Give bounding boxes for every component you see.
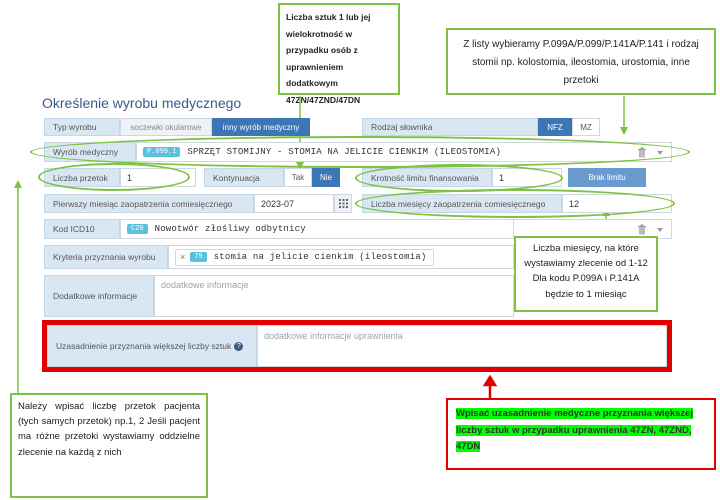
kod-icd10-label: Kod ICD10 xyxy=(44,219,120,239)
callout-justification-note: Wpisać uzasadnienie medyczne przyznania … xyxy=(446,398,716,470)
page-title: Określenie wyrobu medycznego xyxy=(42,95,242,111)
highlight-oval-wyrob xyxy=(30,136,690,168)
slownik-mz-button[interactable]: MZ xyxy=(572,118,600,136)
dodatkowe-informacje-label: Dodatkowe informacje xyxy=(44,275,154,317)
highlight-oval-liczba-miesiecy xyxy=(355,189,675,218)
brak-limitu-button[interactable]: Brak limitu xyxy=(568,168,646,187)
callout-quantity-text: Liczba sztuk 1 lub jej wielokrotność w p… xyxy=(286,12,371,105)
callout-fistula-note: Należy wpisać liczbę przetok pacjenta (t… xyxy=(10,393,208,498)
kryteria-label: Kryteria przyznania wyrobu xyxy=(44,245,168,269)
arrow-red-head xyxy=(482,374,498,387)
help-icon[interactable]: ? xyxy=(234,341,244,351)
typ-wyrobu-inny-button[interactable]: inny wyrób medyczny xyxy=(212,118,310,136)
kontynuacja-nie-button[interactable]: Nie xyxy=(312,168,340,187)
kod-icd10-value: Nowotwór złośliwy odbytnicy xyxy=(154,224,306,234)
kryteria-code-tag: 79 xyxy=(190,252,207,262)
calendar-icon[interactable] xyxy=(334,194,352,213)
icd10-code-tag: C20 xyxy=(127,224,148,234)
highlight-oval-liczba-przetok xyxy=(38,163,190,191)
rodzaj-slownika-label: Rodzaj słownika xyxy=(362,118,538,136)
uzasadnienie-textarea[interactable]: dodatkowe informacje uprawnienia xyxy=(257,325,667,367)
uzasadnienie-highlight-box xyxy=(42,320,672,372)
callout-months-text: Liczba miesięcy, na które wystawiamy zle… xyxy=(524,243,648,300)
dodatkowe-informacje-textarea[interactable]: dodatkowe informacje xyxy=(154,275,514,317)
trash-icon[interactable] xyxy=(637,224,647,235)
chevron-down-icon[interactable] xyxy=(657,228,663,232)
callout-quantity-note: Liczba sztuk 1 lub jej wielokrotność w p… xyxy=(278,3,400,105)
pierwszy-miesiac-label: Pierwszy miesiąc zaopatrzenia comiesięcz… xyxy=(44,194,254,213)
kontynuacja-tak-button[interactable]: Tak xyxy=(284,168,312,187)
callout-fistula-text: Należy wpisać liczbę przetok pacjenta (t… xyxy=(18,401,200,458)
callout-device-list-note: Z listy wybieramy P.099A/P.099/P.141A/P.… xyxy=(446,28,716,95)
kryteria-select[interactable]: × 79 stomia na jelicie cienkim (ileostom… xyxy=(168,245,514,269)
remove-chip-icon[interactable]: × xyxy=(180,252,186,262)
kryteria-chip: × 79 stomia na jelicie cienkim (ileostom… xyxy=(175,248,434,266)
callout-months-note: Liczba miesięcy, na które wystawiamy zle… xyxy=(514,236,658,312)
highlight-oval-krotnosc xyxy=(355,164,563,192)
kontynuacja-label: Kontynuacja xyxy=(204,168,284,187)
kod-icd10-select[interactable]: C20 Nowotwór złośliwy odbytnicy xyxy=(120,219,514,239)
typ-wyrobu-label: Typ wyrobu xyxy=(44,118,120,136)
callout-justification-text: Wpisać uzasadnienie medyczne przyznania … xyxy=(456,408,694,453)
arrow-fistula-head xyxy=(14,180,22,188)
uzasadnienie-label: Uzasadnienie przyznania większej liczby … xyxy=(47,325,257,367)
callout-device-list-text: Z listy wybieramy P.099A/P.099/P.141A/P.… xyxy=(463,39,699,86)
pierwszy-miesiac-input[interactable]: 2023-07 xyxy=(254,194,334,213)
slownik-nfz-button[interactable]: NFZ xyxy=(538,118,572,136)
typ-wyrobu-soczewki-button[interactable]: soczewki okularowe xyxy=(120,118,212,136)
kryteria-value: stomia na jelicie cienkim (ileostomia) xyxy=(213,252,427,262)
arrow-device-head xyxy=(620,127,628,135)
